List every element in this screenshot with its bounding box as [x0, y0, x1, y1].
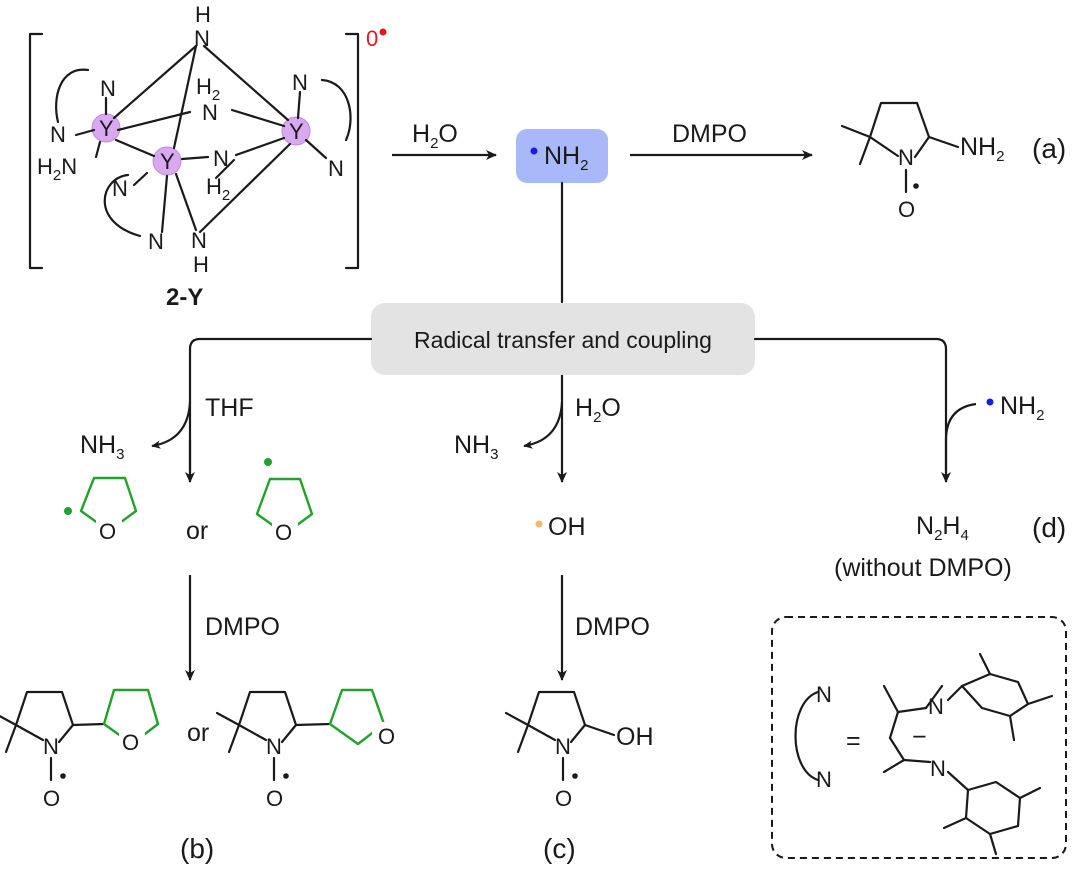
- b1-radical: [60, 773, 66, 779]
- nh2-radical-box: [516, 129, 608, 183]
- atom-h2-lower: H2: [206, 174, 230, 204]
- b1-ring-o: O: [122, 730, 139, 755]
- oh-radical-dot: [535, 520, 543, 528]
- thf-release-arrow: [151, 401, 192, 449]
- thf-beta-o-mask: [272, 518, 298, 544]
- legend-n-bottom: N: [816, 767, 832, 792]
- n2h4-label: N2H4: [916, 512, 969, 544]
- legend-charge: −: [912, 723, 927, 751]
- tag-b: (b): [180, 833, 214, 864]
- b2-ring-o: O: [378, 724, 395, 749]
- atom-n-c: N: [112, 176, 128, 201]
- left-bracket: [28, 32, 44, 270]
- c-o: O: [555, 786, 572, 811]
- atom-h-bottom: H: [193, 252, 209, 277]
- b2-n: N: [266, 734, 282, 759]
- dmpo-label-a: DMPO: [672, 120, 747, 148]
- adduct-b2: N O O: [215, 688, 402, 811]
- c-n: N: [555, 734, 571, 759]
- atom-h2-upper: H2: [196, 74, 220, 104]
- legend-equals: =: [846, 727, 861, 755]
- tag-c: (c): [543, 833, 576, 864]
- nh2-d-dot: [986, 398, 994, 406]
- atom-n-e: N: [292, 70, 308, 95]
- c-radical: [572, 773, 578, 779]
- legend-n-lower: N: [930, 756, 946, 781]
- nh2-radical-dot: [530, 147, 538, 155]
- atom-n-g: N: [213, 146, 229, 171]
- or-adduct: or: [187, 719, 209, 747]
- branch-left: [188, 337, 373, 472]
- h2o-release-arrow: [523, 401, 564, 449]
- complex-bonds: [55, 44, 352, 238]
- adduct-c: N O OH: [504, 690, 654, 811]
- atom-n-bottom: N: [191, 228, 207, 253]
- h2o-label-top: H2O: [412, 120, 458, 152]
- branch-right: [753, 337, 948, 472]
- product-a-nh2: NH2: [960, 133, 1004, 165]
- or-thf: or: [186, 517, 208, 545]
- atom-n-f: N: [328, 156, 344, 181]
- radical-transfer-label: Radical transfer and coupling: [414, 327, 712, 353]
- thf-alpha-o-mask: [96, 517, 122, 543]
- atom-n-b: N: [50, 122, 66, 147]
- adduct-b1: N O O: [0, 688, 160, 811]
- atom-y1: Y: [99, 116, 114, 141]
- thf-beta-o: O: [275, 520, 292, 545]
- complex-charge: 0: [366, 26, 378, 51]
- atom-h-top: H: [195, 2, 211, 27]
- atom-n-d: N: [148, 229, 164, 254]
- complex-label: 2-Y: [166, 284, 203, 311]
- thf-alpha-radical: [64, 507, 72, 515]
- b1-n: N: [43, 734, 59, 759]
- radical-dot: [379, 28, 387, 36]
- legend-n-top: N: [816, 682, 832, 707]
- atom-y3: Y: [289, 119, 304, 144]
- c-oh: OH: [616, 723, 654, 751]
- nh2-d-label: NH2: [1000, 392, 1044, 424]
- tag-d: (d): [1032, 512, 1066, 543]
- thf-label: THF: [205, 394, 254, 422]
- product-a-o: O: [898, 197, 915, 222]
- oh-radical-label: OH: [548, 513, 586, 541]
- legend-n-upper: N: [928, 694, 944, 719]
- ligand-structure: N N = − N N: [794, 652, 1054, 856]
- product-a: N O NH2 (a): [840, 101, 1066, 222]
- dmpo-label-c: DMPO: [575, 613, 650, 641]
- atom-n-a: N: [100, 76, 116, 101]
- tag-a: (a): [1032, 133, 1066, 164]
- radical-transfer-box: [371, 303, 755, 375]
- atom-y2: Y: [160, 149, 175, 174]
- nh2-radical-label: NH2: [544, 142, 588, 174]
- nh3-left: NH3: [80, 431, 124, 463]
- nh3-center: NH3: [454, 431, 498, 463]
- thf-beta-radical: [264, 458, 272, 466]
- h2o-label-c: H2O: [575, 394, 621, 426]
- without-dmpo-note: (without DMPO): [834, 554, 1012, 582]
- y-center-3: [281, 116, 311, 146]
- atom-n-upper: N: [202, 100, 218, 125]
- b2-o: O: [266, 786, 283, 811]
- ligand-legend-box: [771, 616, 1067, 859]
- nh2-coupling-arrow: [944, 402, 977, 441]
- atom-n-top: N: [194, 26, 210, 51]
- complex-2y: 0: [28, 2, 387, 311]
- dmpo-label-b: DMPO: [205, 613, 280, 641]
- atom-h2n: H2N: [37, 154, 77, 184]
- b1-o: O: [43, 786, 60, 811]
- product-a-radical: [913, 183, 919, 189]
- product-a-n: N: [898, 145, 914, 170]
- right-bracket: [344, 32, 360, 270]
- thf-alpha-o: O: [99, 519, 116, 544]
- b2-radical: [283, 773, 289, 779]
